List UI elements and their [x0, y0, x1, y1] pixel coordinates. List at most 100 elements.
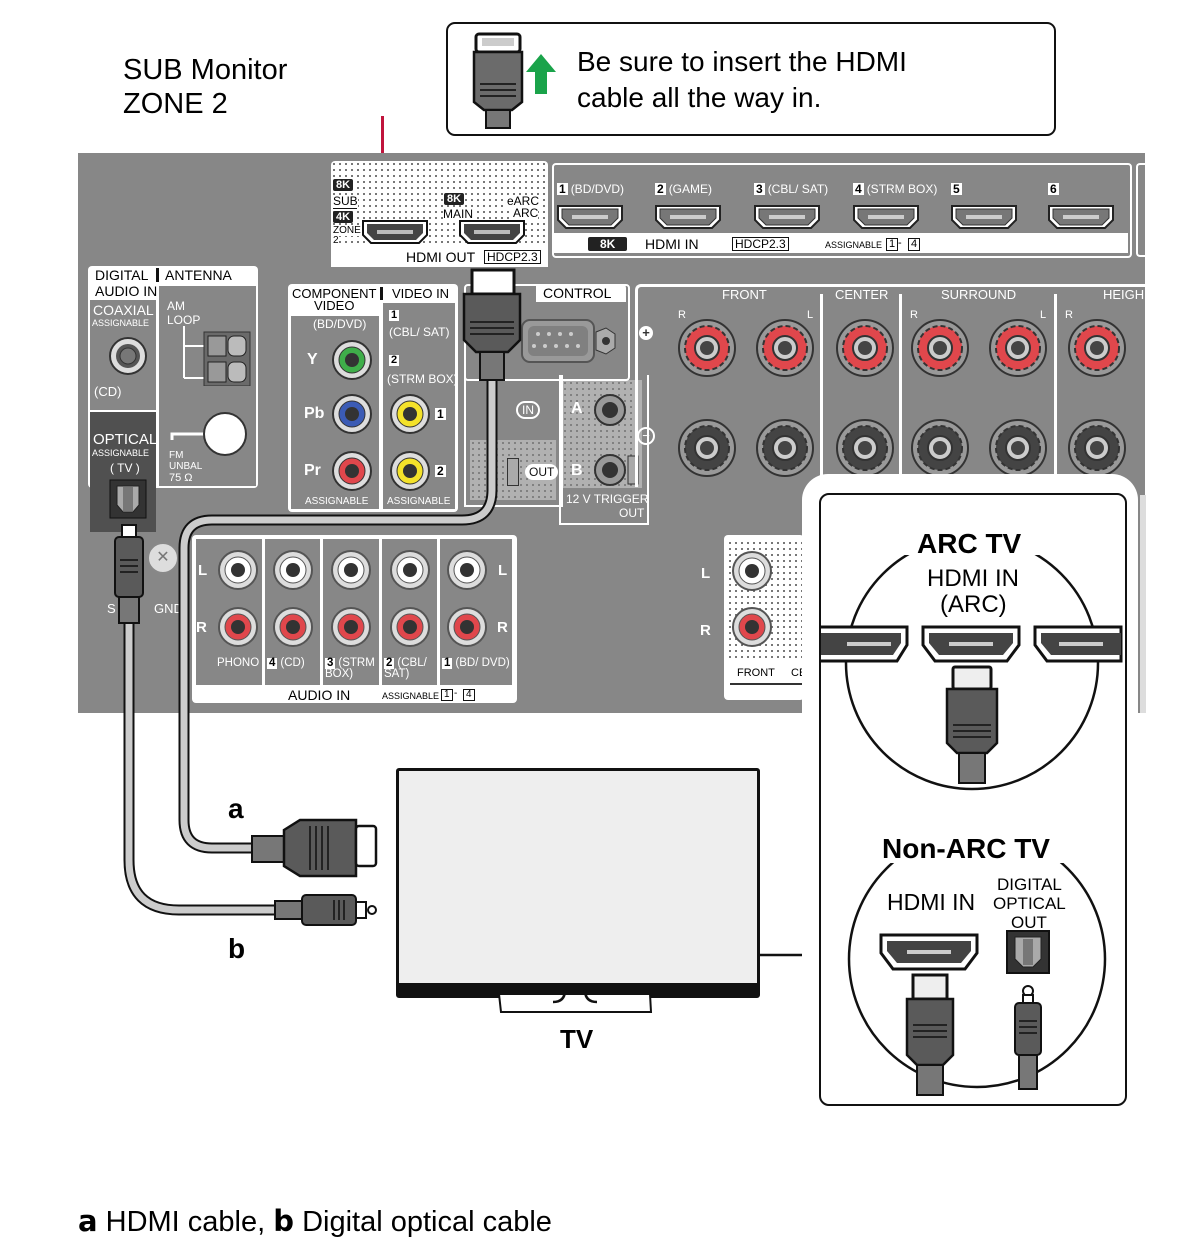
audio-in-r-jack[interactable]: [272, 606, 314, 648]
caption-b-text: Digital optical cable: [294, 1206, 552, 1238]
zone-preout-strip: [1140, 495, 1146, 713]
component-pr-jack[interactable]: [331, 450, 373, 492]
speaker-terminal-minus[interactable]: [677, 418, 737, 478]
audio-in-l-jack[interactable]: [446, 549, 488, 591]
component-source: (BD/DVD): [313, 317, 367, 331]
audio-in-source: (BD/ DVD): [455, 657, 510, 669]
hdmi-in-assignable: ASSIGNABLE: [825, 240, 883, 250]
audio-in-source: (CD): [280, 657, 305, 669]
audio-in-l-jack[interactable]: [217, 549, 259, 591]
hdmi-in-port-5[interactable]: [950, 204, 1020, 232]
sub-monitor-label: SUB Monitor: [123, 54, 288, 86]
hdmi-plug-tv: [251, 818, 378, 878]
nonarc-optical-port: [1006, 930, 1050, 974]
hdmi-in-port-num: 6: [1048, 182, 1059, 196]
hdmi-in-port-4[interactable]: [852, 204, 922, 232]
preout-front-r-jack[interactable]: [731, 606, 773, 648]
audio-in-r-jack[interactable]: [446, 606, 488, 648]
speaker-terminal-minus[interactable]: [1067, 418, 1127, 478]
hdmi-in-section: [552, 163, 1132, 258]
video-in-1-jack[interactable]: [389, 393, 431, 435]
speaker-channel-label: R: [678, 309, 686, 321]
nonarc-hdmi-port: [879, 933, 979, 971]
caption-a-text: HDMI cable,: [97, 1206, 274, 1238]
hdmi-in-port-label: 6: [1048, 183, 1062, 195]
preout-front-l-jack[interactable]: [731, 550, 773, 592]
audio-in-l-jack[interactable]: [389, 549, 431, 591]
zone-4k-badge: 4K: [333, 211, 354, 223]
speaker-group-label: SURROUND: [941, 287, 1017, 302]
speaker-terminal-minus[interactable]: [988, 418, 1048, 478]
speaker-terminal-minus[interactable]: [755, 418, 815, 478]
video-in-1-label: (CBL/ SAT): [389, 325, 450, 339]
video-in-assignable: ASSIGNABLE: [387, 496, 451, 507]
speaker-terminal-plus[interactable]: [835, 318, 895, 378]
coaxial-jack[interactable]: [108, 336, 148, 376]
speaker-channel-label: R: [1065, 309, 1073, 321]
hdmi-in-port-num: 3: [754, 182, 765, 196]
arc-hdmi-plug: [945, 665, 999, 784]
speaker-channel-label: L: [1040, 309, 1047, 321]
fm-antenna-jack[interactable]: [170, 410, 250, 460]
hdmi-in-port-source: (STRM BOX): [866, 182, 938, 196]
main-label: MAIN: [443, 207, 473, 221]
rs232-connector[interactable]: [520, 318, 620, 364]
audio-in-range-from: 1: [441, 689, 453, 701]
am-loop-terminal[interactable]: [180, 326, 260, 386]
control-out-label: OUT: [525, 464, 559, 480]
component-y-jack[interactable]: [331, 339, 373, 381]
audio-in-r-jack[interactable]: [217, 606, 259, 648]
preout-front-label: FRONT: [737, 667, 775, 679]
hdmi-in-port-3[interactable]: [753, 204, 823, 232]
video-in-2-jack[interactable]: [389, 450, 431, 492]
trigger-a-jack[interactable]: [592, 392, 628, 428]
arc-port-label: (ARC): [940, 591, 1007, 618]
audio-in-assignable: ASSIGNABLE: [382, 691, 440, 701]
audio-in-source-label: 3(STRM BOX): [325, 657, 381, 680]
coaxial-assignable: ASSIGNABLE: [92, 318, 150, 328]
audio-in-r-jack[interactable]: [389, 606, 431, 648]
speaker-group-label: CENTER: [835, 287, 889, 302]
audio-in-l-jack[interactable]: [272, 549, 314, 591]
trigger-a-label: A: [571, 400, 583, 417]
tip-text-line2: cable all the way in.: [577, 82, 822, 113]
hdmi-in-port-2[interactable]: [654, 204, 724, 232]
speaker-terminal-plus[interactable]: [755, 318, 815, 378]
audio-in-source-label: 2(CBL/ SAT): [384, 657, 439, 680]
caption-a: a: [78, 1204, 98, 1238]
insert-arrow-icon: [526, 54, 556, 94]
speaker-terminal-minus[interactable]: [910, 418, 970, 478]
audio-in-num: 4: [267, 657, 278, 669]
speaker-terminal-plus[interactable]: [988, 318, 1048, 378]
audio-in-l-jack[interactable]: [330, 549, 372, 591]
plus-symbol: +: [639, 326, 653, 340]
coaxial-label: COAXIAL: [93, 302, 154, 318]
speaker-terminal-plus[interactable]: [677, 318, 737, 378]
hdmi-in-port-label: 4(STRM BOX): [853, 183, 937, 195]
hdmi-out-sub-port[interactable]: [361, 219, 429, 245]
tv-stand: [497, 990, 653, 1013]
minus-symbol: −: [637, 427, 655, 445]
optical-jack[interactable]: [109, 479, 147, 519]
speaker-terminal-plus[interactable]: [910, 318, 970, 378]
video-in-2-badge: 2: [435, 464, 446, 478]
arc-tv-title: ARC TV: [917, 528, 1022, 559]
trigger-b-jack[interactable]: [592, 452, 642, 488]
zone2-label: ZONE 2: [123, 88, 228, 120]
audio-in-r-jack[interactable]: [330, 606, 372, 648]
speaker-group-label: HEIGH: [1103, 287, 1145, 302]
speaker-terminal-plus[interactable]: [1067, 318, 1127, 378]
component-jack-label: Y: [307, 351, 318, 368]
trigger-section: [559, 375, 649, 525]
sub-label: SUB: [333, 194, 358, 208]
tip-text-line1: Be sure to insert the HDMI: [577, 46, 907, 77]
hdmi-in-port-1[interactable]: [556, 204, 626, 232]
hdmi-in-port-6[interactable]: [1047, 204, 1117, 232]
gnd-label: GND: [154, 601, 183, 616]
speaker-channel-label: R: [910, 309, 918, 321]
component-pb-jack[interactable]: [331, 393, 373, 435]
hdmi-out-main-port[interactable]: [458, 219, 526, 245]
speaker-terminal-minus[interactable]: [835, 418, 895, 478]
component-title-1: COMPONENT: [292, 286, 377, 301]
